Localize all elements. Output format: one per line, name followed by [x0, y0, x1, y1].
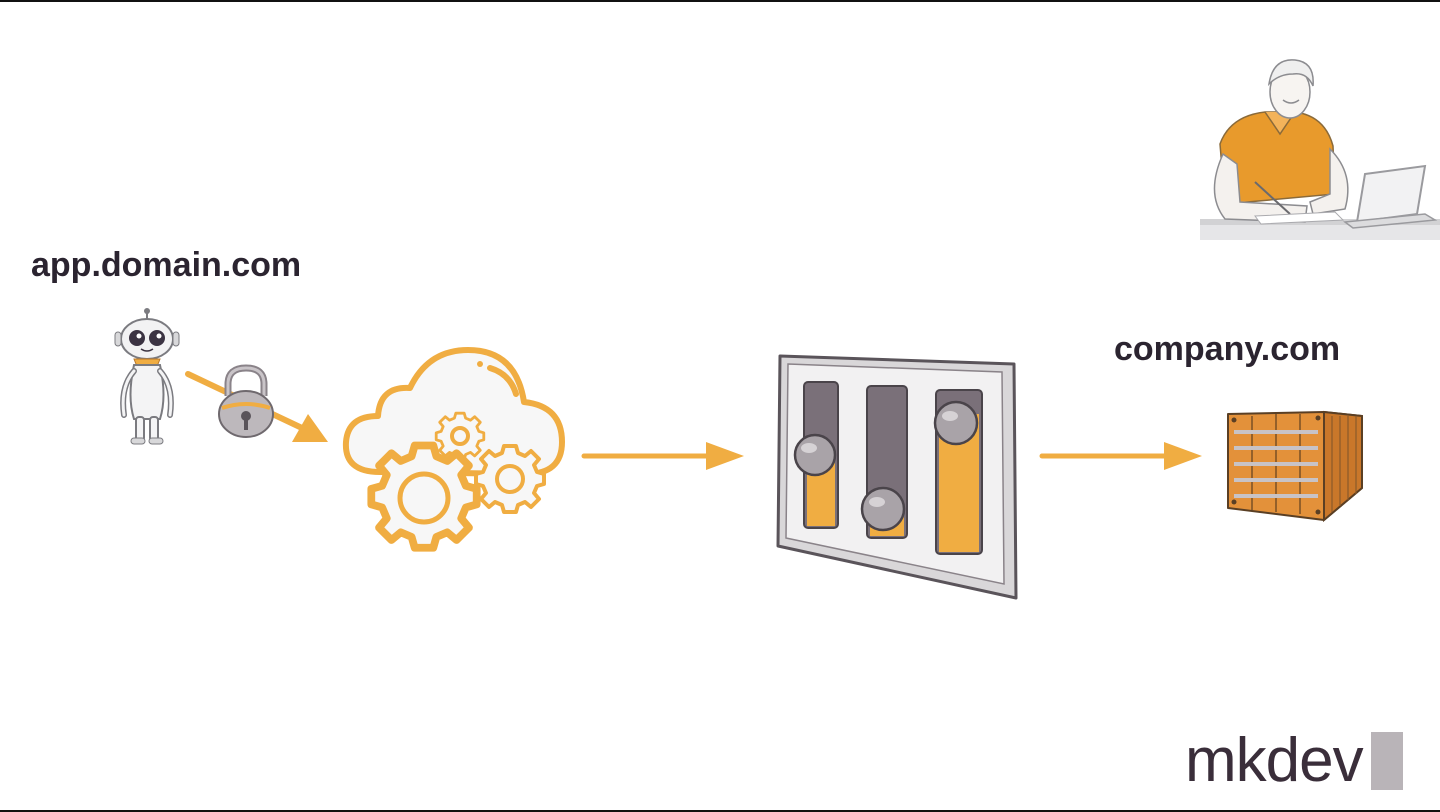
cloud-gears-icon [342, 347, 565, 552]
arrow-panel-to-container [1039, 442, 1202, 470]
source-domain-label: app.domain.com [31, 246, 302, 284]
shipping-container-icon [1227, 410, 1363, 523]
control-panel-icon [776, 354, 1018, 600]
person-writing-illustration [1200, 59, 1440, 240]
target-domain-label: company.com [1114, 330, 1341, 368]
padlock-icon [218, 364, 274, 438]
logo-text: mkdev [1185, 726, 1364, 795]
mkdev-logo: mkdev [1185, 722, 1403, 792]
arrow-cloud-to-panel [581, 442, 744, 470]
logo-bar [1370, 732, 1403, 790]
robot-icon [114, 308, 180, 445]
